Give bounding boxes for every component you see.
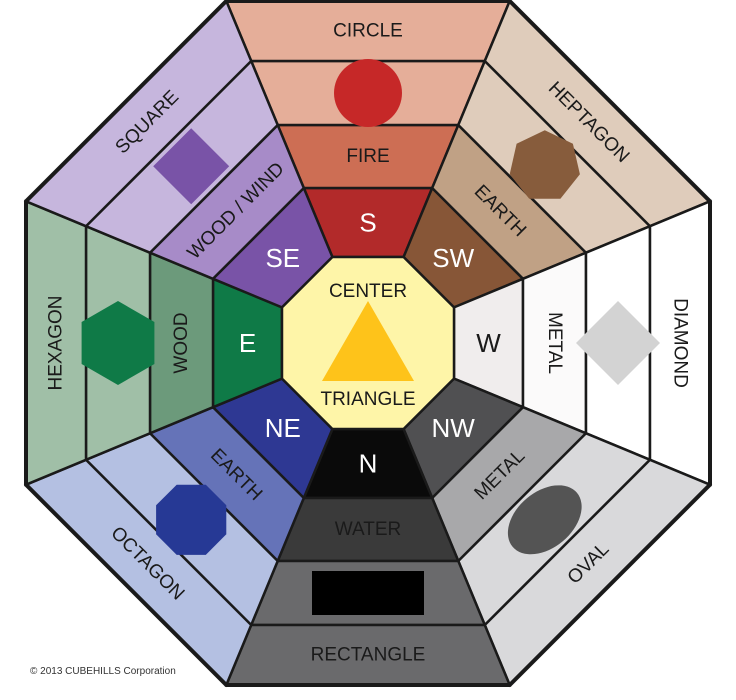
- heptagon-icon: [509, 130, 580, 199]
- sector-n: N WATER RECTANGLE: [224, 427, 512, 687]
- center-label: CENTER: [329, 281, 407, 302]
- direction-label-sw: SW: [432, 243, 474, 273]
- ring-dividers: [24, 0, 712, 687]
- outer-border: [24, 0, 712, 687]
- sector-s: S FIRE CIRCLE: [224, 0, 512, 259]
- shape-label-w: DIAMOND: [670, 298, 691, 388]
- triangle-icon: [322, 301, 414, 381]
- triangle-label: TRIANGLE: [320, 389, 415, 410]
- oval-icon: [507, 485, 582, 555]
- direction-label-ne: NE: [265, 413, 301, 443]
- direction-label-se: SE: [265, 243, 300, 273]
- circle-icon: [334, 59, 402, 127]
- copyright-notice: © 2013 CUBEHILLS Corporation: [30, 666, 176, 677]
- direction-label-s: S: [359, 208, 376, 238]
- element-label-n: WATER: [335, 519, 402, 540]
- shape-label-e: HEXAGON: [46, 295, 67, 390]
- direction-label-nw: NW: [432, 413, 476, 443]
- shape-label-s: CIRCLE: [333, 21, 403, 42]
- direction-label-e: E: [239, 328, 256, 358]
- direction-label-n: N: [359, 449, 378, 479]
- shape-label-n: RECTANGLE: [311, 645, 426, 666]
- center-octagon: CENTER TRIANGLE: [280, 255, 456, 431]
- rectangle-icon: [312, 571, 424, 615]
- diamond-icon: [576, 301, 660, 385]
- direction-label-w: W: [476, 328, 501, 358]
- element-label-w: METAL: [544, 312, 565, 374]
- square-icon: [153, 128, 230, 205]
- element-label-s: FIRE: [346, 146, 389, 167]
- element-label-e: WOOD: [171, 312, 192, 373]
- hexagon-icon: [81, 301, 155, 385]
- octagon-icon: [156, 484, 227, 555]
